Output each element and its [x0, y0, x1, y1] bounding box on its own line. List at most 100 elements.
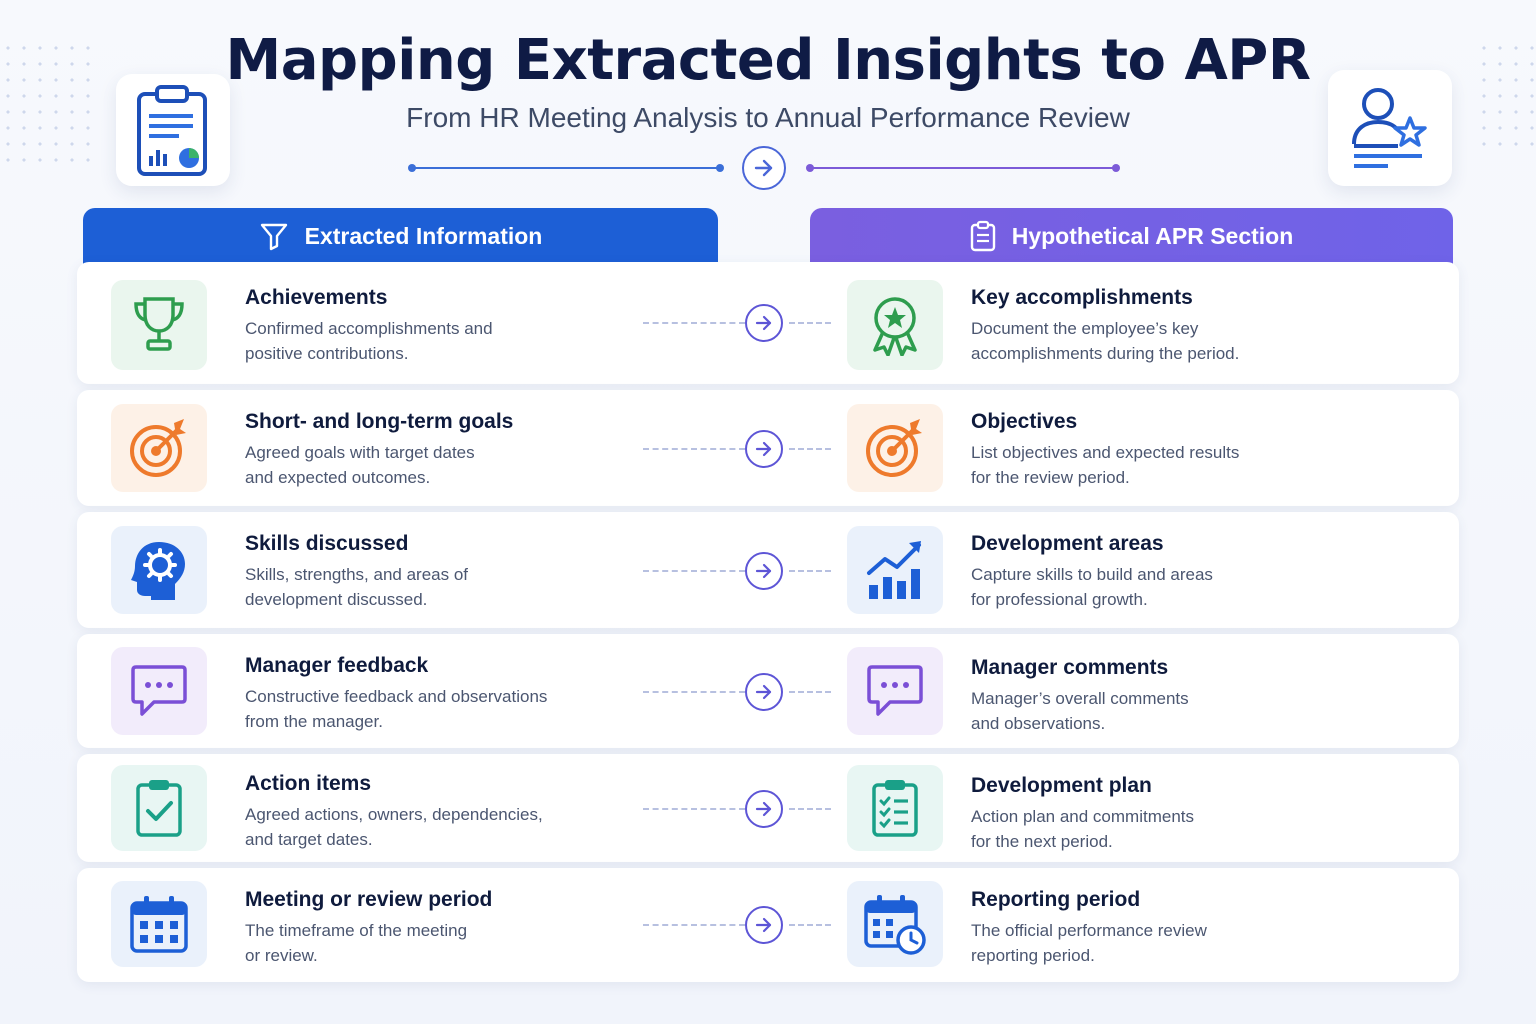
report-clipboard-icon [137, 85, 207, 176]
apr-text: Objectives List objectives and expected … [971, 410, 1371, 490]
apr-desc-line: and observations. [971, 714, 1106, 733]
mapping-arrow [745, 304, 783, 342]
apr-title: Manager comments [971, 656, 1169, 679]
extracted-desc-line: from the manager. [245, 712, 383, 731]
icon-tile [111, 526, 207, 614]
apr-desc-line: for the review period. [971, 468, 1130, 487]
mapping-arrow [745, 430, 783, 468]
flow-dot [806, 164, 814, 172]
extracted-desc-line: The timeframe of the meeting [245, 921, 468, 940]
extracted-title: Meeting or review period [245, 888, 493, 911]
extracted-desc-line: positive contributions. [245, 344, 409, 363]
mapping-arrow [745, 552, 783, 590]
clipboard-icon [970, 220, 995, 252]
chat-bubble-icon [131, 665, 187, 716]
mapping-row-skills: Skills discussed Skills, strengths, and … [77, 512, 1459, 628]
apr-title: Reporting period [971, 888, 1141, 911]
column-header-label: Hypothetical APR Section [1011, 222, 1294, 249]
connector-dash [789, 570, 831, 572]
decorative-dots-left [0, 40, 90, 170]
apr-title: Objectives [971, 410, 1078, 433]
mapping-row-period: Meeting or review period The timeframe o… [77, 868, 1459, 982]
apr-desc-line: Manager’s overall comments [971, 689, 1189, 708]
extracted-text: Skills discussed Skills, strengths, and … [245, 532, 645, 612]
apr-title: Development plan [971, 774, 1152, 797]
connector-dash [789, 448, 831, 450]
icon-tile [111, 647, 207, 735]
connector-dash [643, 448, 745, 450]
apr-desc-line: Document the employee’s key [971, 319, 1199, 338]
apr-title: Development areas [971, 532, 1164, 555]
person-star-icon [1352, 88, 1427, 168]
apr-desc-line: The official performance review [971, 921, 1207, 940]
icon-tile [847, 881, 943, 967]
icon-tile [847, 404, 943, 492]
extracted-text: Achievements Confirmed accomplishments a… [245, 286, 645, 366]
connector-dash [789, 924, 831, 926]
mapping-row-feedback: Manager feedback Constructive feedback a… [77, 634, 1459, 748]
arrow-right-icon [755, 563, 772, 579]
flow-dot [716, 164, 724, 172]
connector-dash [643, 570, 745, 572]
connector-dash [789, 808, 831, 810]
arrow-right-icon [755, 684, 772, 700]
clipboard-list-icon [872, 780, 918, 837]
trophy-icon [134, 297, 184, 351]
flow-dot [408, 164, 416, 172]
apr-desc-line: Action plan and commitments [971, 807, 1194, 826]
arrow-right-icon [755, 441, 772, 457]
filter-icon [260, 223, 287, 251]
apr-text: Development areas Capture skills to buil… [971, 532, 1371, 612]
column-header-apr: Hypothetical APR Section [810, 208, 1453, 264]
mapping-arrow [745, 673, 783, 711]
report-card [116, 74, 230, 186]
arrow-right-icon [754, 159, 773, 177]
apr-desc-line: for professional growth. [971, 590, 1148, 609]
mapping-row-goals: Short- and long-term goals Agreed goals … [77, 390, 1459, 506]
growth-chart-icon [867, 541, 921, 599]
extracted-desc-line: Constructive feedback and observations [245, 687, 548, 706]
icon-tile [111, 280, 207, 370]
flow-line-left [412, 167, 720, 169]
apr-desc-line: for the next period. [971, 832, 1113, 851]
arrow-right-icon [755, 315, 772, 331]
flow-dot [1112, 164, 1120, 172]
icon-tile [111, 765, 207, 851]
extracted-title: Action items [245, 772, 372, 795]
decorative-dots-right [1476, 40, 1536, 150]
arrow-right-icon [755, 801, 772, 817]
page-title: Mapping Extracted Insights to APR [225, 28, 1311, 93]
flow-line-right [808, 167, 1116, 169]
icon-tile [847, 765, 943, 851]
connector-dash [789, 322, 831, 324]
connector-dash [643, 322, 745, 324]
icon-tile [111, 881, 207, 967]
extracted-desc-line: or review. [245, 946, 318, 965]
employee-card [1328, 70, 1452, 186]
extracted-desc-line: Confirmed accomplishments and [245, 319, 493, 338]
head-gear-icon [131, 542, 185, 600]
extracted-text: Manager feedback Constructive feedback a… [245, 654, 645, 734]
extracted-text: Action items Agreed actions, owners, dep… [245, 772, 645, 852]
extracted-desc-line: development discussed. [245, 590, 428, 609]
extracted-title: Skills discussed [245, 532, 409, 555]
mapping-arrow [745, 906, 783, 944]
connector-dash [789, 691, 831, 693]
icon-tile [111, 404, 207, 492]
apr-desc-line: Capture skills to build and areas [971, 565, 1213, 584]
extracted-title: Manager feedback [245, 654, 429, 677]
extracted-title: Achievements [245, 286, 388, 309]
award-ribbon-icon [873, 297, 917, 356]
arrow-right-icon [755, 917, 772, 933]
calendar-clock-icon [864, 895, 926, 955]
mapping-arrow [745, 790, 783, 828]
extracted-desc-line: Skills, strengths, and areas of [245, 565, 469, 584]
apr-text: Key accomplishments Document the employe… [971, 286, 1371, 366]
mapping-row-achievements: Achievements Confirmed accomplishments a… [77, 262, 1459, 384]
apr-desc-line: List objectives and expected results [971, 443, 1240, 462]
clipboard-check-icon [136, 780, 182, 837]
target-icon [130, 419, 186, 477]
flow-arrow-circle [742, 146, 786, 190]
column-header-label: Extracted Information [304, 222, 543, 249]
extracted-title: Short- and long-term goals [245, 410, 514, 433]
